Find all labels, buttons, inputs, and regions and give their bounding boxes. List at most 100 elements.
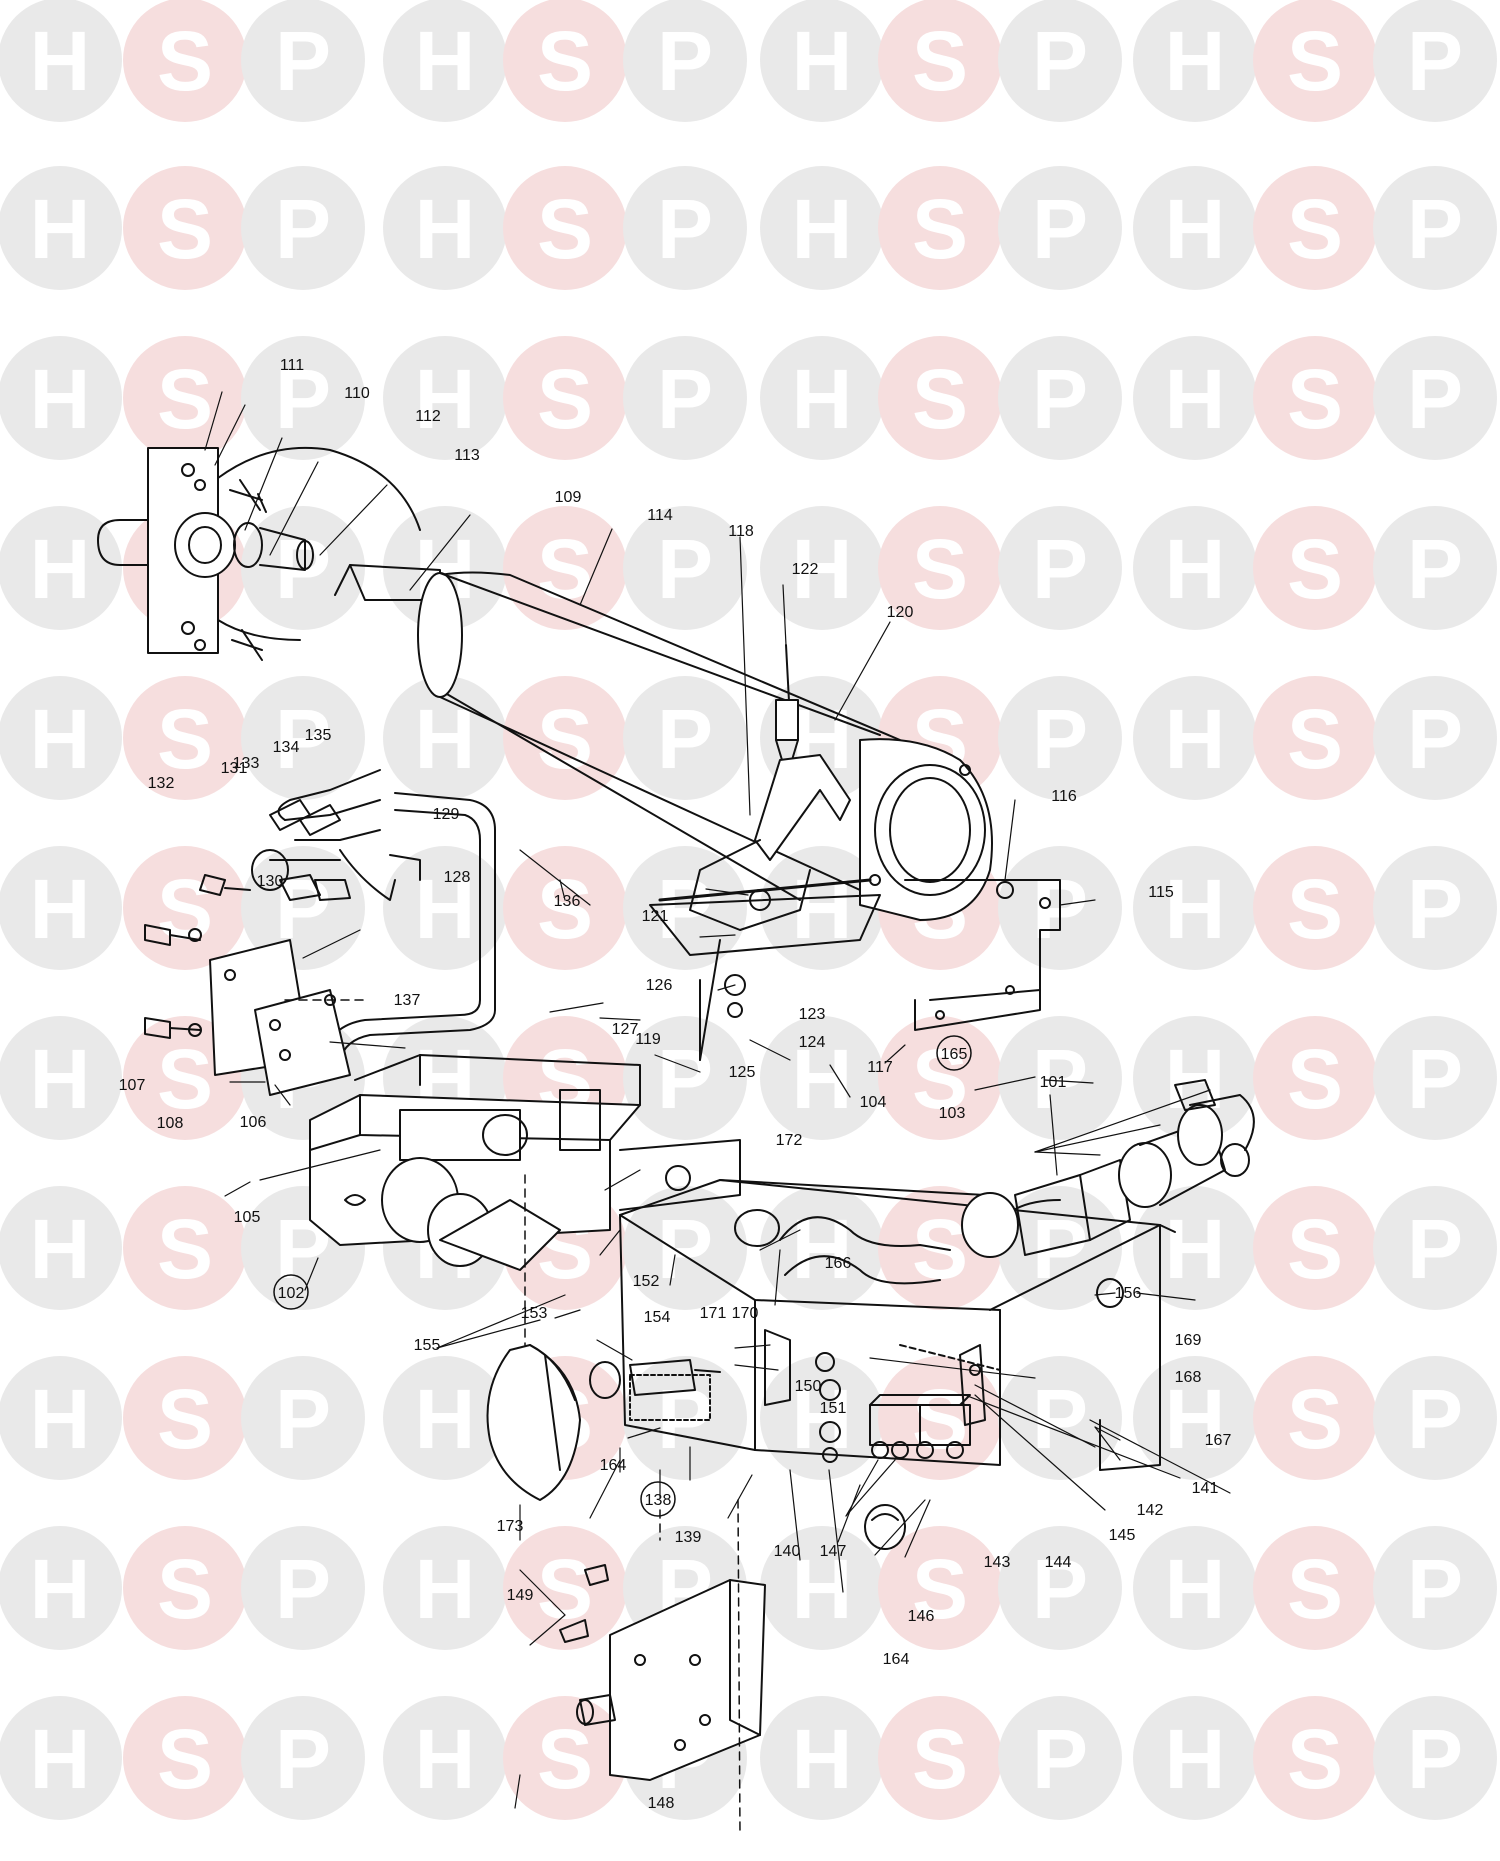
watermark-letter: H bbox=[792, 862, 853, 956]
watermark-letter: S bbox=[157, 1202, 213, 1296]
watermark-letter: H bbox=[792, 182, 853, 276]
watermark-letter: S bbox=[912, 182, 968, 276]
watermark-letter: P bbox=[657, 14, 713, 108]
callout-number: 104 bbox=[860, 1094, 887, 1111]
callout-circle bbox=[640, 1481, 676, 1517]
callout-number: 118 bbox=[728, 523, 754, 540]
callout-number: 151 bbox=[820, 1400, 847, 1417]
watermark-circle bbox=[998, 336, 1122, 460]
watermark-letter: H bbox=[792, 1712, 853, 1806]
callout-number: 144 bbox=[1045, 1554, 1072, 1571]
watermark-letter: P bbox=[657, 352, 713, 446]
watermark-circle bbox=[998, 166, 1122, 290]
watermark-letter: P bbox=[1407, 1032, 1463, 1126]
watermark-circle bbox=[878, 506, 1002, 630]
watermark-letter: S bbox=[157, 1542, 213, 1636]
callout-number: 167 bbox=[1205, 1432, 1232, 1449]
callout-number: 114 bbox=[647, 507, 673, 524]
watermark-circle bbox=[241, 1356, 365, 1480]
flange-plate bbox=[144, 874, 351, 1096]
watermark-letter: H bbox=[1165, 692, 1226, 786]
watermark-circle bbox=[123, 1356, 247, 1480]
water-valve-assembly bbox=[961, 1079, 1255, 1258]
watermark-letter: S bbox=[1287, 182, 1343, 276]
callout-number: 169 bbox=[1175, 1332, 1202, 1349]
watermark-circle bbox=[1373, 166, 1497, 290]
watermark-letter: H bbox=[1165, 522, 1226, 616]
watermark-circle bbox=[1253, 1016, 1377, 1140]
watermark-circle bbox=[1253, 1356, 1377, 1480]
watermark-circle bbox=[383, 1526, 507, 1650]
watermark-circle bbox=[878, 0, 1002, 122]
watermark-letter: H bbox=[30, 1032, 91, 1126]
watermark-letter: P bbox=[1032, 1712, 1088, 1806]
watermark-circle bbox=[503, 1696, 627, 1820]
watermark-letter: P bbox=[657, 1032, 713, 1126]
watermark-letter: P bbox=[275, 14, 331, 108]
watermark-letter: S bbox=[157, 14, 213, 108]
watermark-letter: S bbox=[537, 14, 593, 108]
watermark-letter: H bbox=[415, 14, 476, 108]
watermark-circle bbox=[998, 676, 1122, 800]
callout-number: 141 bbox=[1192, 1480, 1219, 1497]
watermark-circle bbox=[1373, 1696, 1497, 1820]
watermark-circle bbox=[760, 506, 884, 630]
callout-number: 106 bbox=[240, 1114, 267, 1131]
watermark-circle bbox=[383, 846, 507, 970]
watermark-letter: P bbox=[1407, 862, 1463, 956]
watermark-letter: S bbox=[912, 522, 968, 616]
watermark-circle bbox=[1253, 336, 1377, 460]
watermark-circle bbox=[760, 1016, 884, 1140]
watermark-circle bbox=[1133, 336, 1257, 460]
watermark-circle bbox=[123, 1186, 247, 1310]
watermark-circle bbox=[878, 1356, 1002, 1480]
watermark-circle bbox=[760, 1696, 884, 1820]
callout-number: 115 bbox=[1148, 884, 1174, 901]
watermark-circle bbox=[123, 336, 247, 460]
watermark-circle bbox=[623, 0, 747, 122]
watermark-circle bbox=[0, 846, 122, 970]
callout-number: 116 bbox=[1051, 788, 1077, 805]
callout-number: 164 bbox=[600, 1457, 627, 1474]
watermark-letter: H bbox=[30, 692, 91, 786]
watermark-letter: S bbox=[1287, 1032, 1343, 1126]
callout-number: 128 bbox=[444, 869, 471, 886]
callout-number: 130 bbox=[257, 873, 284, 890]
watermark-circle bbox=[1133, 0, 1257, 122]
watermark-circle bbox=[241, 846, 365, 970]
watermark-letter: S bbox=[537, 692, 593, 786]
watermark-circle bbox=[1133, 1696, 1257, 1820]
watermark-circle bbox=[760, 1526, 884, 1650]
watermark-letter: S bbox=[157, 182, 213, 276]
gas-valve-body bbox=[309, 1054, 741, 1271]
watermark-letter: H bbox=[30, 1372, 91, 1466]
watermark-letter: S bbox=[157, 1712, 213, 1806]
callout-number: 134 bbox=[273, 739, 300, 756]
watermark-letter: S bbox=[537, 862, 593, 956]
callout-number: 109 bbox=[555, 489, 582, 506]
watermark-letter: P bbox=[1407, 522, 1463, 616]
watermark-letter: P bbox=[657, 692, 713, 786]
watermark-letter: S bbox=[1287, 862, 1343, 956]
callout-number: 168 bbox=[1175, 1369, 1202, 1386]
watermark-circle bbox=[998, 1356, 1122, 1480]
callout-number: 121 bbox=[642, 908, 669, 925]
watermark-circle bbox=[241, 1526, 365, 1650]
callout-number: 110 bbox=[344, 385, 370, 402]
watermark-letter: P bbox=[1407, 14, 1463, 108]
watermark-circle bbox=[1133, 506, 1257, 630]
callout-number: 126 bbox=[646, 977, 673, 994]
watermark-letter: H bbox=[1165, 14, 1226, 108]
callout-number: 124 bbox=[799, 1034, 826, 1051]
watermark-circle bbox=[1253, 1526, 1377, 1650]
watermark-circle bbox=[1133, 1016, 1257, 1140]
watermark-circle bbox=[123, 1526, 247, 1650]
watermark-circle bbox=[1253, 166, 1377, 290]
part-callouts: 1011021031041051061071081091101111121131… bbox=[119, 357, 1232, 1812]
watermark-circle bbox=[1253, 1186, 1377, 1310]
callout-number: 135 bbox=[305, 727, 332, 744]
watermark-letter: H bbox=[415, 1712, 476, 1806]
callout-number: 140 bbox=[774, 1543, 801, 1560]
watermark-letter: P bbox=[657, 522, 713, 616]
callout-number: 113 bbox=[454, 447, 480, 464]
